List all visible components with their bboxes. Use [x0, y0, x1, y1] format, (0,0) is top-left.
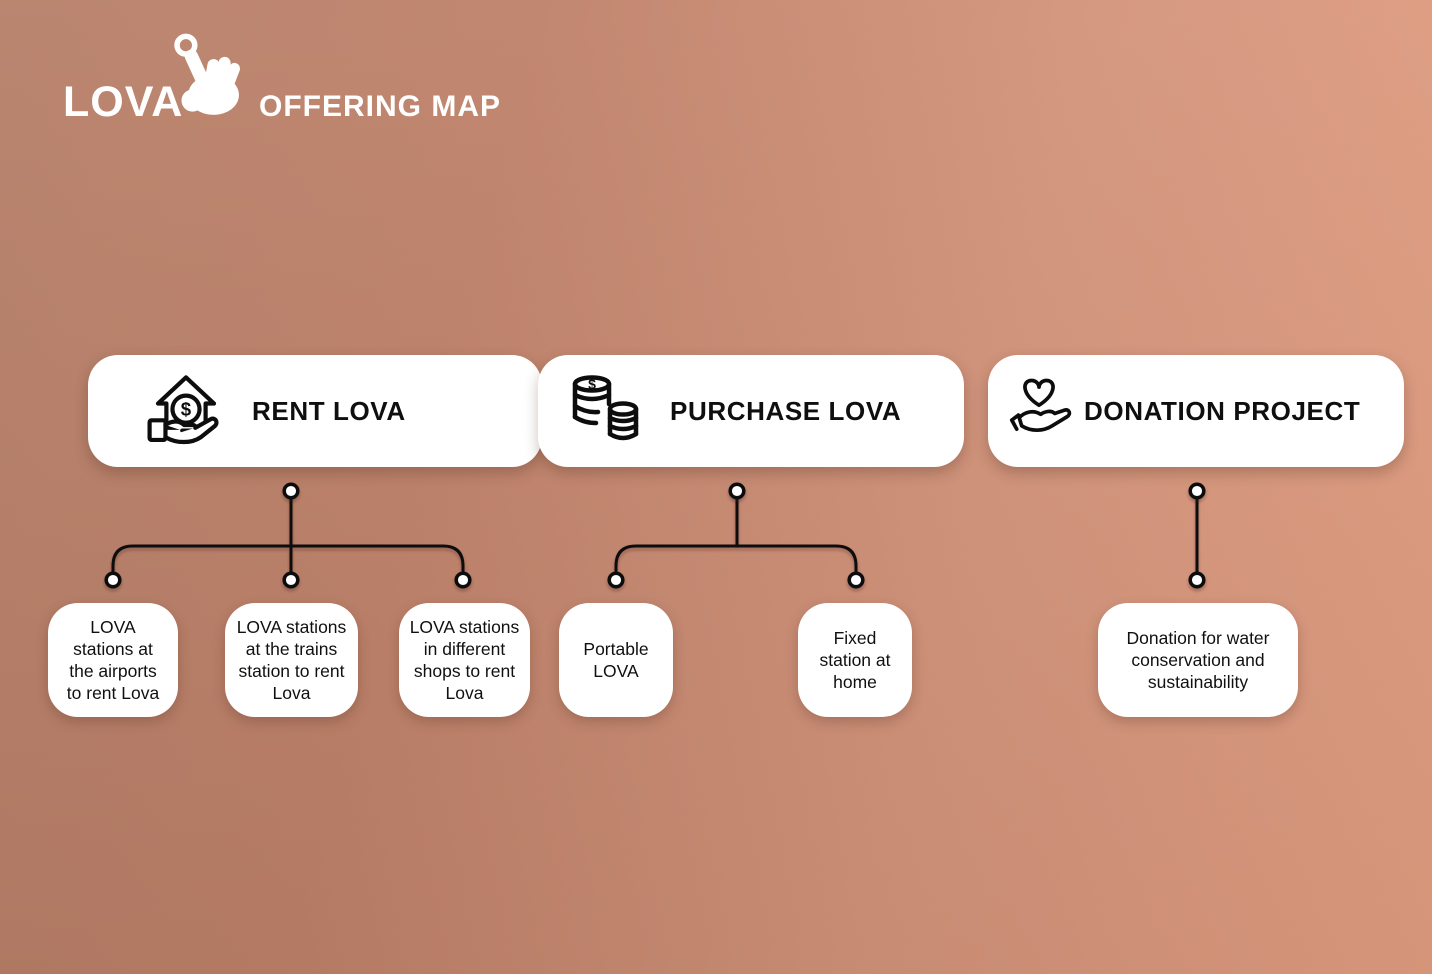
- child-card-water-donation: Donation for water conservation and sust…: [1098, 603, 1298, 717]
- child-card-airport-stations: LOVA stations at the airports to rent Lo…: [48, 603, 178, 717]
- child-label: LOVA stations at the airports to rent Lo…: [66, 616, 160, 704]
- branch-card-purchase: $ PURCHASE LOVA: [538, 355, 964, 467]
- hand-heart-icon: [1009, 378, 1072, 433]
- branch-label-donation: DONATION PROJECT: [1084, 395, 1361, 426]
- dollar-glyph: $: [588, 376, 596, 392]
- branch-card-donation: DONATION PROJECT: [988, 355, 1404, 467]
- dollar-glyph: $: [181, 399, 192, 420]
- child-label: Fixed station at home: [819, 627, 891, 693]
- page-title: OFFERING MAP: [259, 90, 501, 123]
- coins-stack-icon: $: [572, 375, 639, 441]
- child-card-portable-lova: Portable LOVA: [559, 603, 673, 717]
- child-card-fixed-station: Fixed station at home: [798, 603, 912, 717]
- hand-house-dollar-icon: $: [147, 375, 219, 445]
- branch-label-purchase: PURCHASE LOVA: [670, 395, 902, 426]
- tap-click-icon: [174, 33, 241, 115]
- logo-text: LOVA: [63, 78, 184, 126]
- branch-card-rent: $ RENT LOVA: [88, 355, 542, 467]
- child-label: Portable LOVA: [583, 638, 649, 681]
- child-label: LOVA stations at the trains station to r…: [236, 616, 347, 704]
- child-label: Donation for water conservation and sust…: [1126, 627, 1270, 693]
- child-label: LOVA stations in different shops to rent…: [409, 616, 520, 704]
- child-card-train-stations: LOVA stations at the trains station to r…: [225, 603, 358, 717]
- branch-label-rent: RENT LOVA: [252, 395, 406, 426]
- child-card-shop-stations: LOVA stations in different shops to rent…: [399, 603, 530, 717]
